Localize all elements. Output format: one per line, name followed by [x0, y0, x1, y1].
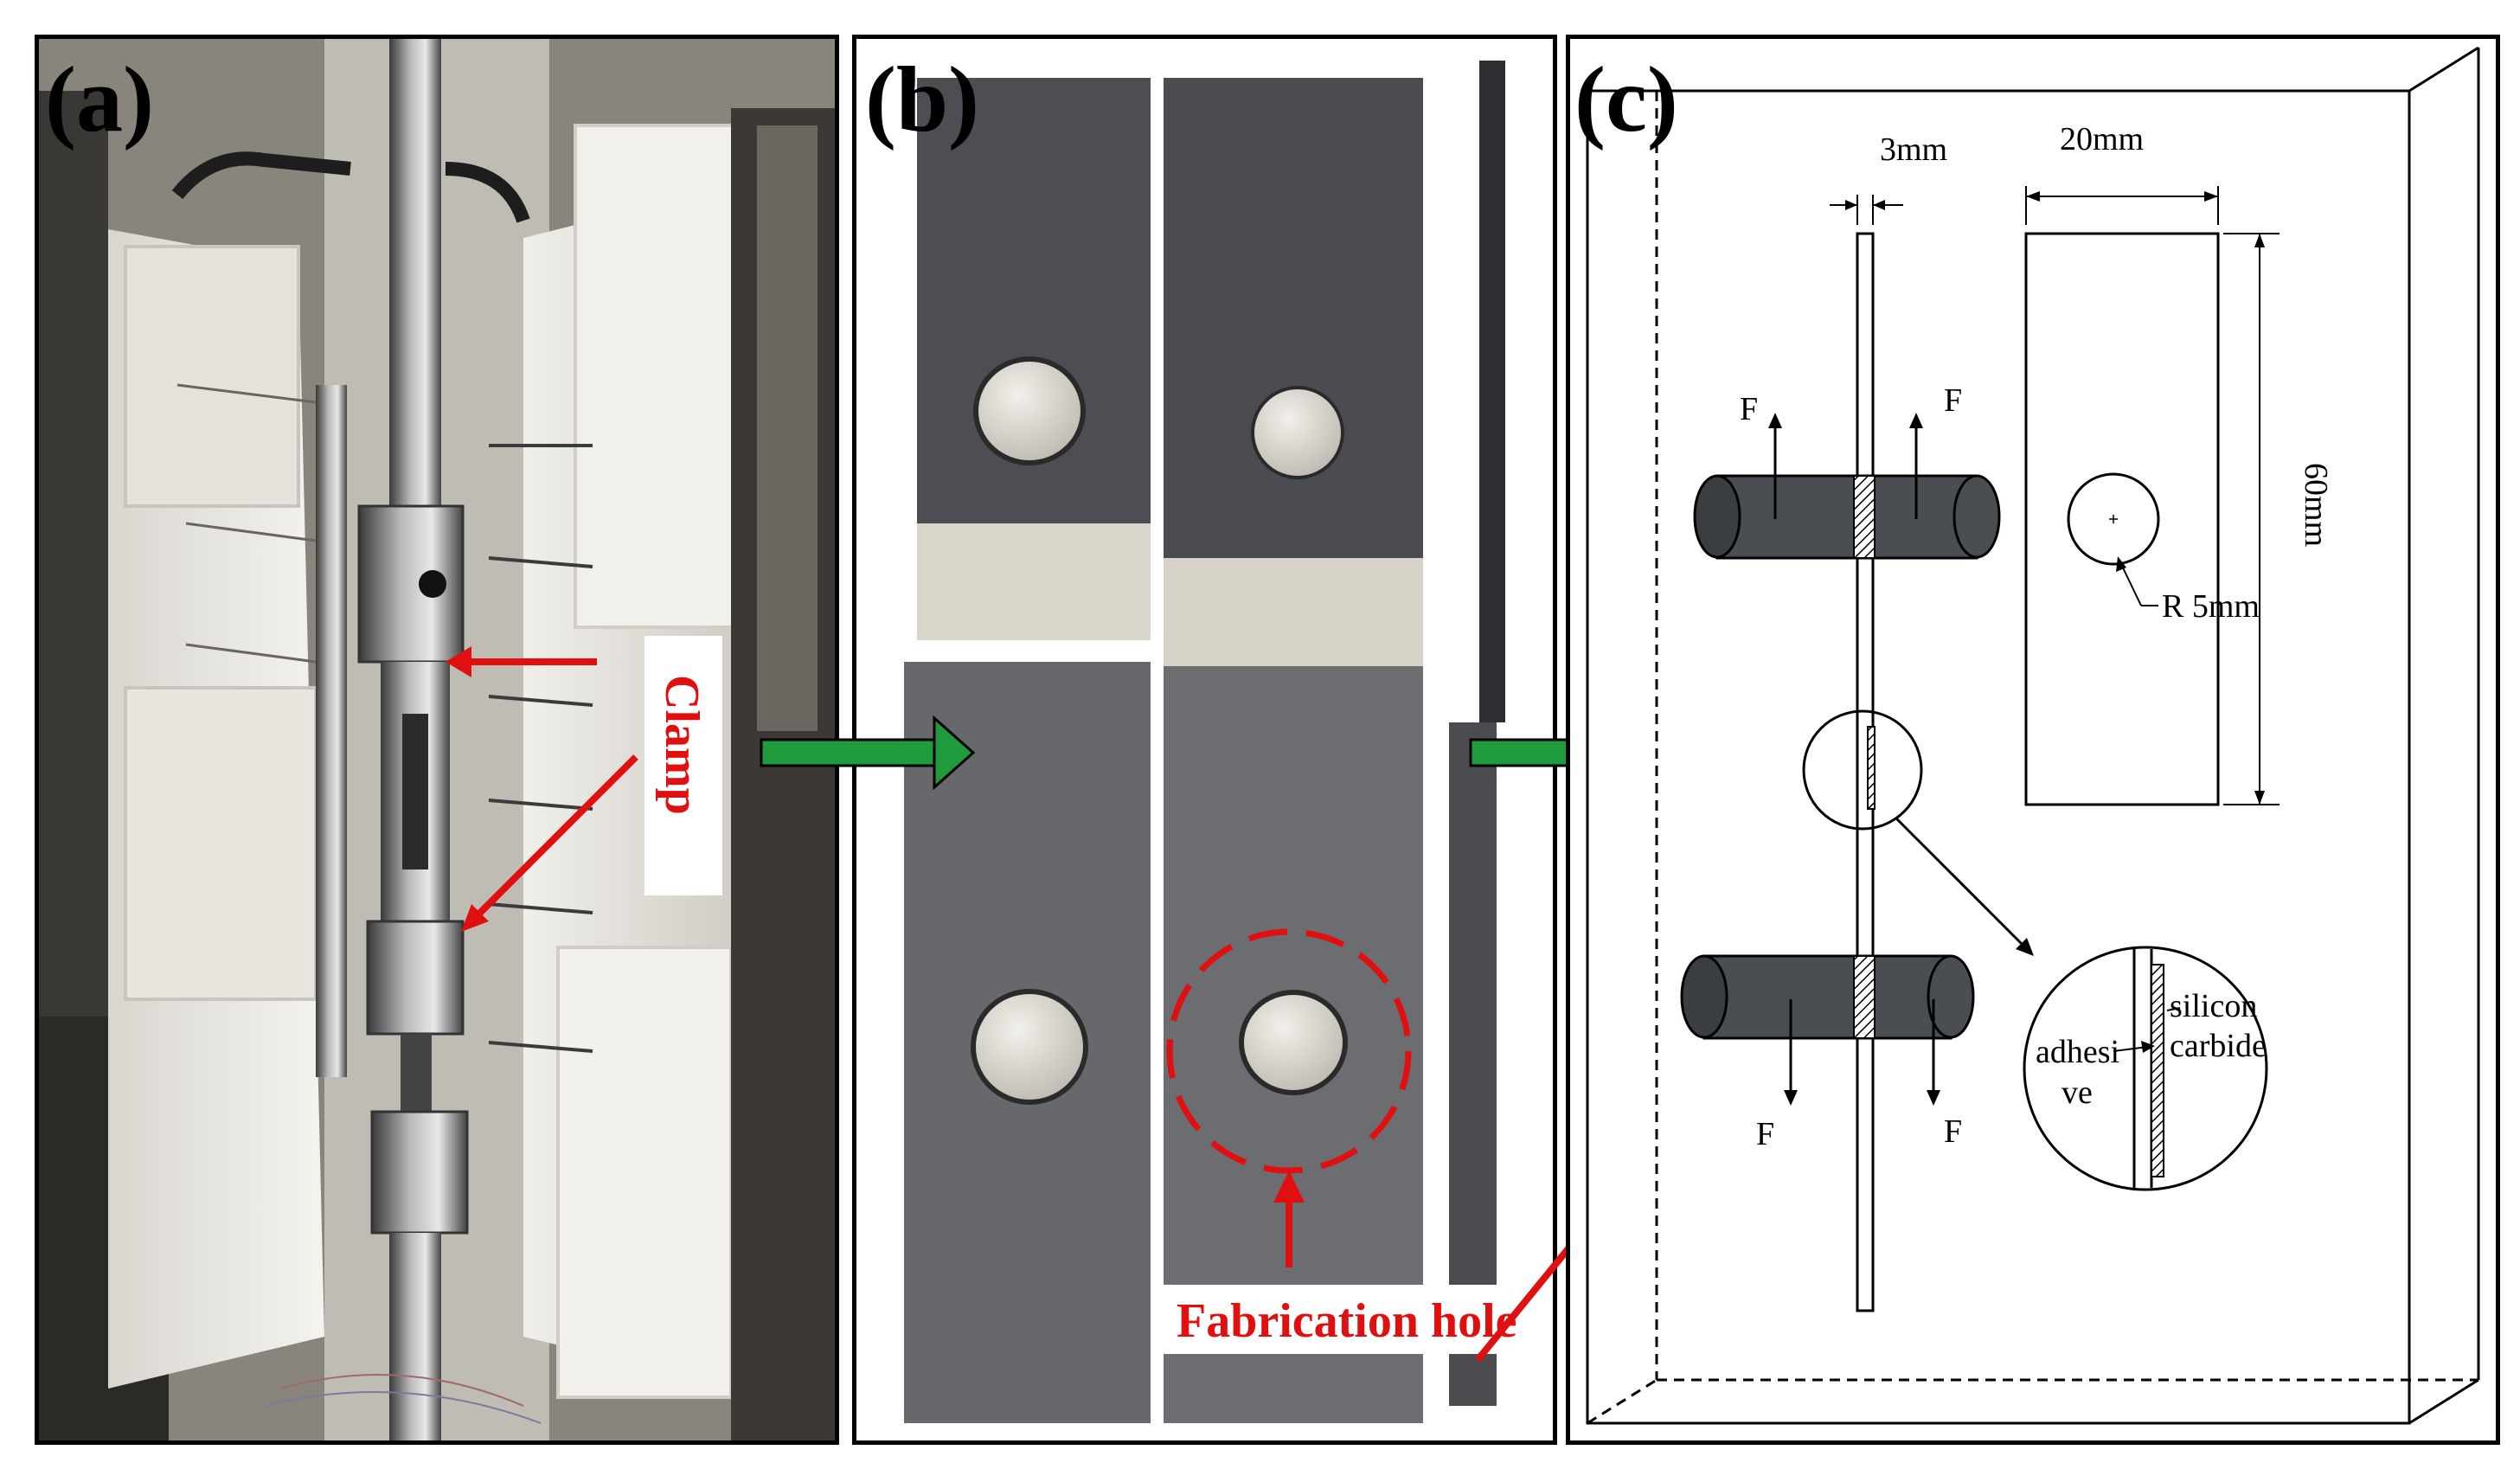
specimen-schematic: 3mm F F F F — [1586, 46, 2480, 1425]
radius-dimension: R 5mm — [2162, 588, 2260, 625]
adhesive-label-line2: ve — [2062, 1075, 2093, 1111]
furnace-photo-illustration: Clamp — [39, 39, 835, 1440]
lower-pin — [1680, 954, 1975, 1040]
silicon-label-line1: silicon — [2170, 988, 2257, 1024]
specimen-photo-illustration: Fabrication hole — [904, 61, 1536, 1423]
force-upper-left: F — [1740, 391, 1758, 427]
zoom-detail: adhesi ve silicon carbide — [2023, 946, 2268, 1191]
thickness-dimension: 3mm — [1880, 132, 1947, 168]
panel-b-specimen-photo: Fabrication hole — [852, 35, 1557, 1445]
adhesive-label-line1: adhesi — [2036, 1034, 2119, 1070]
box-outline — [1586, 46, 2480, 1425]
silicon-label-line2: carbide — [2170, 1028, 2267, 1064]
force-lower-left: F — [1756, 1116, 1774, 1152]
clamp-annotation: Clamp — [446, 636, 722, 932]
width-dimension: 20mm — [2060, 121, 2144, 157]
upper-pin — [1693, 474, 2001, 560]
panel-a-furnace-photo: Clamp — [35, 35, 839, 1445]
force-upper-right: F — [1944, 382, 1962, 419]
panel-b-label: (b) — [865, 48, 979, 151]
panel-a-label: (a) — [45, 48, 154, 151]
panel-c-schematic: 3mm F F F F — [1566, 35, 2500, 1445]
clamp-label: Clamp — [655, 675, 709, 815]
height-dimension: 60mm — [2298, 463, 2334, 547]
force-lower-right: F — [1944, 1113, 1962, 1150]
panel-c-label: (c) — [1574, 48, 1678, 151]
fabrication-hole-label: Fabrication hole — [1177, 1294, 1517, 1348]
